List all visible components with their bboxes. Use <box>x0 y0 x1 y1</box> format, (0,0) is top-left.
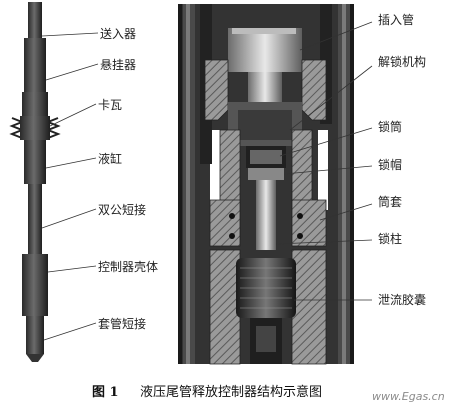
label-feed: 送入器 <box>100 26 136 41</box>
sleeve-left <box>209 199 241 247</box>
slip-teeth <box>9 116 61 140</box>
label-drain-bag: 泄流胶囊 <box>378 292 426 307</box>
label-hanger: 悬挂器 <box>100 58 136 72</box>
label-cylinder: 液缸 <box>98 151 122 166</box>
tool-string <box>9 2 61 362</box>
label-lock-post: 锁柱 <box>378 231 402 246</box>
lock-cap <box>248 168 284 180</box>
label-lock-cap: 锁帽 <box>378 157 402 172</box>
label-slip: 卡瓦 <box>98 98 122 112</box>
label-insert-pipe: 插入管 <box>378 12 414 27</box>
right-leaders <box>275 21 373 301</box>
label-double-pin: 双公短接 <box>98 202 146 217</box>
sleeve-right <box>291 199 327 247</box>
cutaway-view <box>178 4 354 365</box>
insert-pipe <box>228 28 302 72</box>
left-leaders <box>41 32 99 341</box>
label-unlock-mechanism: 解锁机构 <box>378 54 426 69</box>
figure-number: 图 1 <box>92 385 119 400</box>
label-casing-sub: 套管短接 <box>98 316 146 331</box>
double-pin-sub <box>28 184 42 254</box>
casing-sub <box>26 316 44 354</box>
cylinder <box>24 140 46 184</box>
label-lock-sleeve: 锁筒 <box>378 119 402 134</box>
label-controller-shell: 控制器壳体 <box>98 260 158 274</box>
hanger-body <box>24 38 46 94</box>
hanger-joint <box>22 92 48 118</box>
watermark: www.Egas.cn <box>372 390 445 403</box>
figure-caption: 液压尾管释放控制器结构示意图 <box>140 384 322 400</box>
controller-shell <box>22 254 48 316</box>
feed-tool-top <box>28 2 42 42</box>
lock-post <box>256 180 276 250</box>
label-sleeve: 筒套 <box>378 194 402 209</box>
